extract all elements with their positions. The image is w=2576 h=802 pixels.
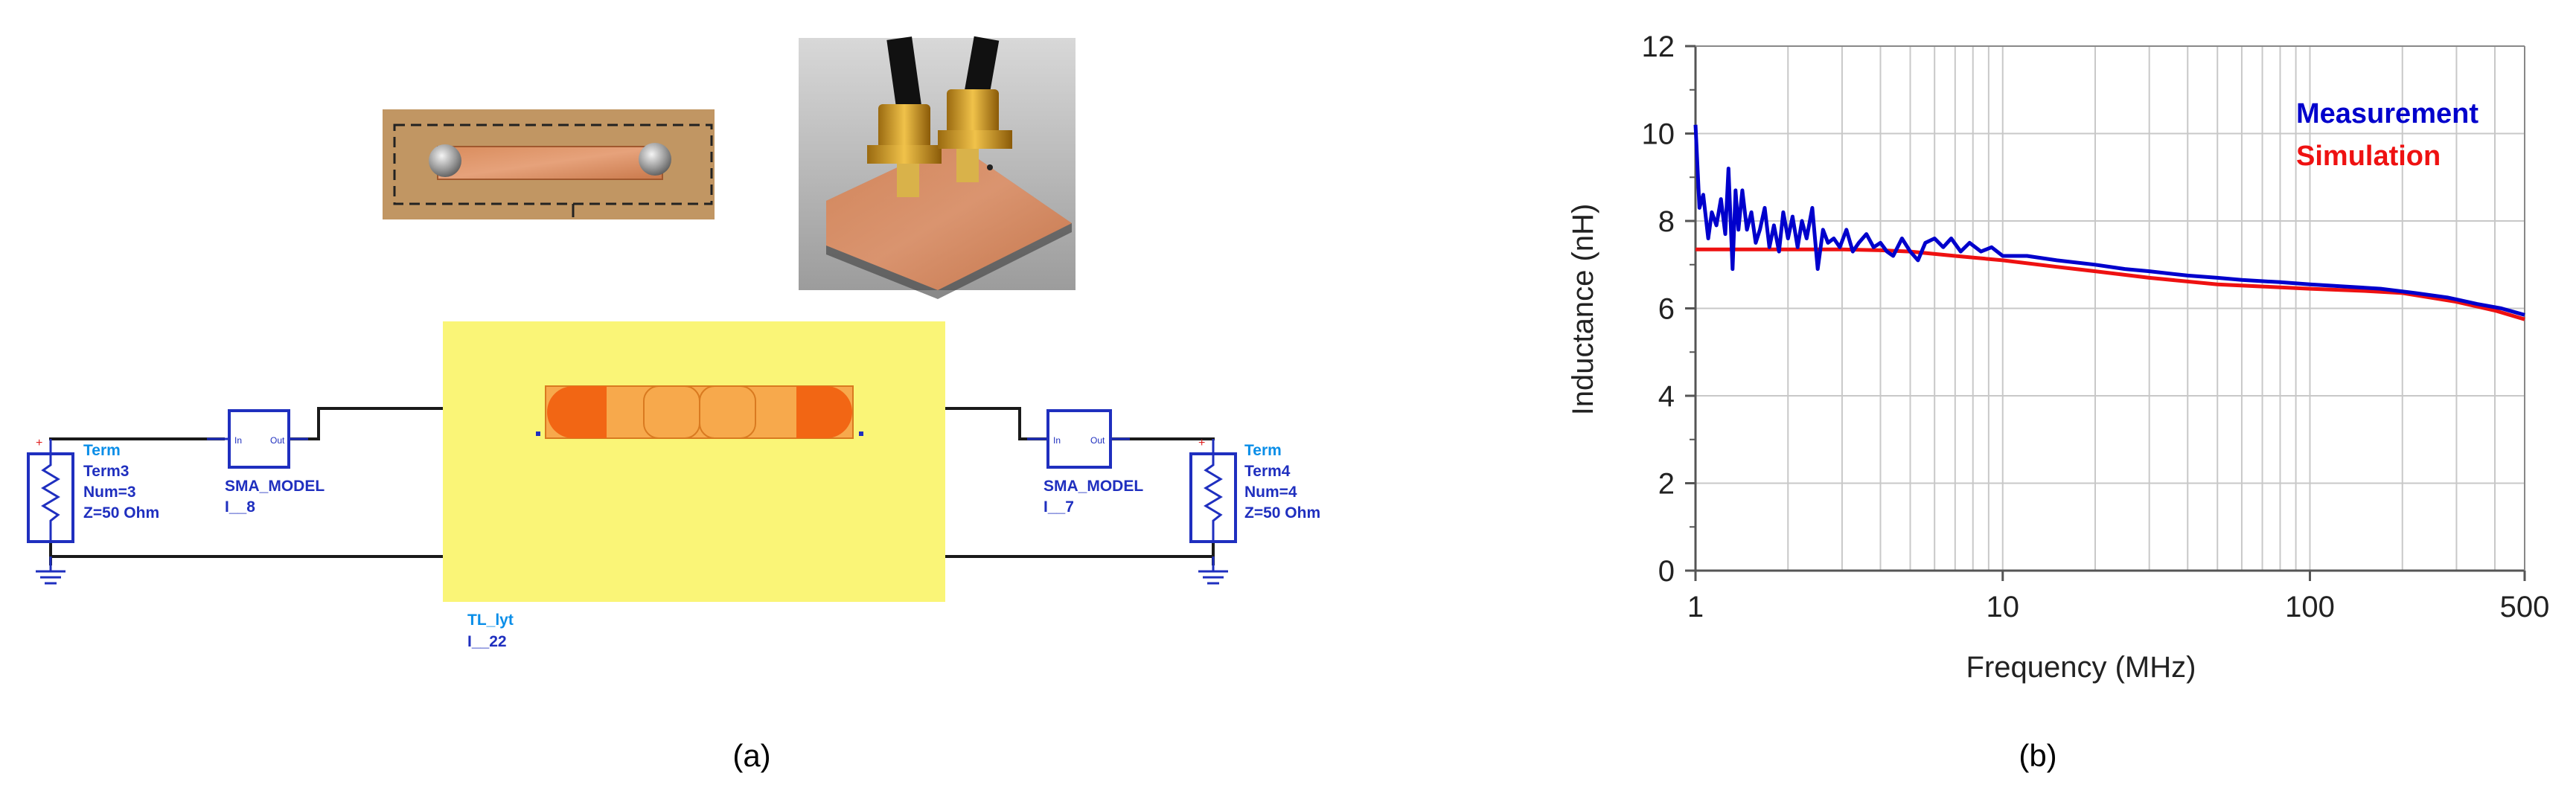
x-tick-label: 500	[2500, 591, 2550, 623]
sma-model-left-icon[interactable]: In Out	[207, 409, 308, 469]
legend: Measurement Simulation	[2296, 98, 2478, 172]
term3-num: Num=3	[83, 484, 136, 501]
term4-name: Term4	[1244, 463, 1291, 480]
sma-right-name: SMA_MODEL	[1043, 478, 1143, 495]
term3-labels: Term	[83, 442, 121, 459]
x-tick-label: 10	[1987, 591, 2020, 623]
term4-title: Term	[1244, 442, 1282, 459]
sma-right-instance: I__7	[1043, 498, 1074, 516]
sma-left-port-out: Out	[270, 435, 285, 446]
y-tick-label: 0	[1658, 555, 1675, 588]
term4-resistor-icon[interactable]: +	[1189, 437, 1237, 585]
panel-b-chart: 0 2 4 6 8 10 12 1 10 100 500 Frequency (MHz) Induc…	[1567, 31, 2549, 773]
x-axis-label: Frequency (MHz)	[1966, 651, 2196, 684]
y-tick-label: 8	[1658, 205, 1675, 238]
sma-right-port-out: Out	[1090, 435, 1105, 446]
term4-num: Num=4	[1244, 484, 1297, 501]
term4-z: Z=50 Ohm	[1244, 504, 1320, 522]
y-tick-label: 10	[1642, 118, 1675, 151]
term3-name: Term3	[83, 463, 129, 480]
y-tick-label: 4	[1658, 380, 1675, 413]
term3-title: Term	[83, 442, 121, 459]
layout-labels: TL_lyt I__22	[467, 612, 514, 650]
series-line-simulation	[1696, 247, 2525, 321]
legend-measurement: Measurement	[2296, 98, 2478, 129]
layout-trace	[536, 385, 863, 439]
y-tick-label: 2	[1658, 468, 1675, 501]
term3-params: Term3 Num=3 Z=50 Ohm	[83, 463, 159, 522]
panel-a-caption: (a)	[732, 738, 770, 773]
sma-right-labels: SMA_MODEL I__7	[1043, 478, 1143, 516]
plot-series	[1693, 124, 2525, 321]
pcb-photo-icon	[383, 109, 715, 219]
layout-box[interactable]	[443, 321, 945, 602]
layout-instance: I__22	[467, 633, 507, 650]
term4-labels: Term	[1244, 442, 1282, 459]
sma-left-port-in: In	[234, 435, 242, 446]
svg-text:+: +	[1198, 437, 1205, 449]
sma-left-instance: I__8	[225, 498, 255, 516]
plot-tick-labels: 0 2 4 6 8 10 12 1 10 100 500	[1642, 31, 2550, 623]
y-tick-label: 6	[1658, 293, 1675, 326]
panel-a: + Term Term3 Num=3 Z=50 Ohm In Out SMA_M…	[27, 36, 1320, 773]
legend-simulation: Simulation	[2296, 141, 2441, 172]
x-tick-label: 1	[1687, 591, 1704, 623]
x-tick-label: 100	[2285, 591, 2335, 623]
term4-params: Term4 Num=4 Z=50 Ohm	[1244, 463, 1320, 522]
term3-resistor-icon[interactable]: +	[27, 437, 74, 585]
panel-b-caption: (b)	[2019, 738, 2056, 773]
sma-model-right-icon[interactable]: In Out	[1027, 409, 1130, 469]
svg-text:+: +	[36, 437, 42, 449]
series-line-measurement	[1693, 124, 2525, 317]
sma-right-port-in: In	[1053, 435, 1061, 446]
sma-left-labels: SMA_MODEL I__8	[225, 478, 325, 516]
y-tick-label: 12	[1642, 31, 1675, 63]
pcb-connector-photo-icon	[799, 36, 1076, 299]
sma-left-name: SMA_MODEL	[225, 478, 325, 495]
layout-name: TL_lyt	[467, 612, 514, 629]
y-axis-label: Inductance (nH)	[1567, 204, 1599, 416]
term3-z: Z=50 Ohm	[83, 504, 159, 522]
